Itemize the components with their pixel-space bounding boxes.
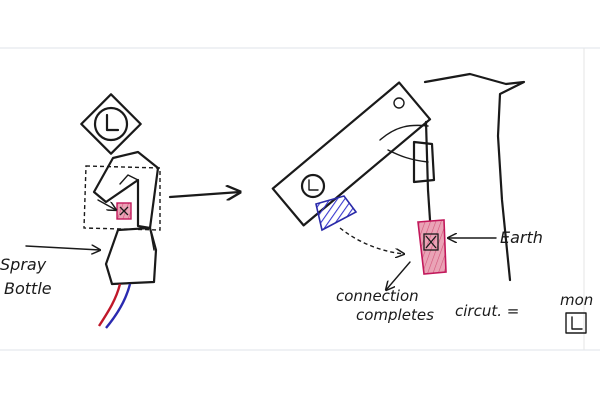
mon-label: mon <box>560 291 593 309</box>
spray-bottle <box>106 228 156 284</box>
red-wire <box>99 284 120 326</box>
clock-icon <box>81 94 140 153</box>
completes-label: completes <box>356 306 434 324</box>
clock-icon <box>302 175 324 197</box>
mechanism-dashed-box <box>84 166 160 230</box>
contact-path <box>340 228 404 254</box>
circuit-label: circut. = <box>455 302 519 320</box>
earth-label: Earth <box>500 228 543 247</box>
pivot-icon <box>394 98 404 108</box>
rotating-arm <box>273 83 430 226</box>
connection-label: connection <box>336 287 419 305</box>
transition-arrow <box>170 192 240 197</box>
right-figure: Earth connection completes circut. = mon <box>273 74 594 333</box>
blue-contact-block <box>316 196 356 230</box>
bottle-label: Bottle <box>4 279 52 298</box>
clock-icon <box>566 313 586 333</box>
earth-contact <box>418 220 446 274</box>
contact-x-icon <box>117 203 131 219</box>
spray-label: Spray <box>0 255 47 274</box>
left-figure: Spray Bottle <box>0 94 160 328</box>
